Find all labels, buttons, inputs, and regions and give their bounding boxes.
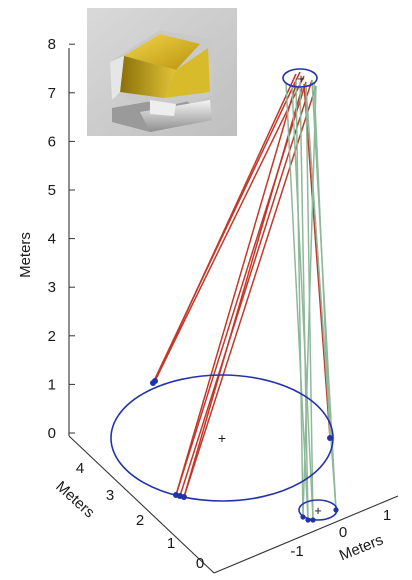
primary-center-marker: + [218, 430, 226, 446]
z-axis: 0 1 2 3 4 5 6 7 8 Meters [17, 36, 399, 574]
contact-point [305, 517, 311, 523]
x-axis: -101 Meters [290, 507, 391, 564]
ray-bundle [152, 71, 337, 521]
green-ray [313, 81, 331, 439]
y-tick-label: 4 [76, 460, 84, 477]
z-tick-label: 3 [48, 279, 56, 296]
red-ray [175, 83, 297, 496]
y-tick-label: 0 [196, 555, 204, 572]
bottom-aperture-ring: + [298, 499, 339, 523]
x-tick-label: -1 [290, 543, 303, 560]
z-tick-label: 1 [48, 376, 56, 393]
x-tick-label: 0 [339, 524, 347, 541]
top-center-marker: + [297, 71, 305, 86]
red-ray [154, 75, 305, 382]
x-tick-label: 1 [383, 507, 391, 524]
contact-point [181, 494, 187, 500]
primary-aperture-ring: + [110, 374, 334, 502]
z-tick-label: 0 [48, 425, 56, 442]
contact-point [150, 380, 156, 386]
y-tick-label: 2 [136, 512, 144, 529]
contact-point [327, 435, 333, 441]
z-tick-label: 7 [48, 85, 56, 102]
top-aperture-ring: + [282, 68, 318, 88]
z-tick-label: 5 [48, 182, 56, 199]
y-tick-label: 3 [106, 487, 114, 504]
green-ray [302, 85, 317, 518]
green-ray [299, 81, 309, 521]
red-ray [152, 71, 301, 384]
y-tick-label: 1 [167, 535, 175, 552]
red-ray [303, 83, 331, 439]
z-tick-label: 8 [48, 36, 56, 53]
green-ray [295, 79, 304, 518]
corner-cube-reflector-photo [87, 8, 237, 136]
green-ray [291, 85, 314, 521]
red-ray [183, 87, 303, 498]
z-tick-label: 2 [48, 328, 56, 345]
green-ray [285, 81, 309, 521]
contact-point [300, 514, 306, 520]
contact-point [333, 507, 339, 513]
bottom-center-marker: + [314, 503, 322, 518]
z-tick-label: 6 [48, 133, 56, 150]
z-axis-label: Meters [17, 232, 34, 278]
y-axis-label: Meters [52, 478, 97, 521]
z-tick-label: 4 [48, 231, 56, 248]
contact-point [310, 517, 316, 523]
red-ray [183, 85, 317, 498]
